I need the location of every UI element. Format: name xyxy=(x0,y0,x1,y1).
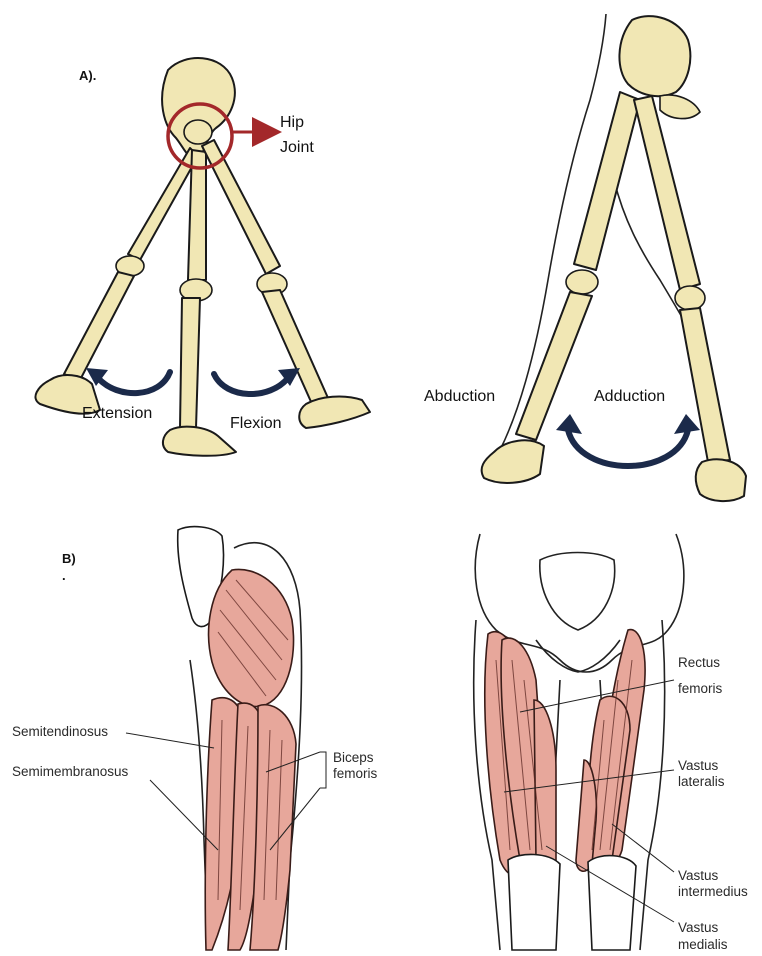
tibia-middle xyxy=(180,298,200,428)
tibia-abducted xyxy=(516,292,592,440)
flexion-label: Flexion xyxy=(230,415,282,432)
abduction-arrowhead xyxy=(556,414,582,434)
pelvis-frontal xyxy=(619,16,690,96)
semimembranosus-label: Semimembranosus xyxy=(12,764,129,779)
panel-b-tag-dot: . xyxy=(62,568,66,583)
semitendinosus-label: Semitendinosus xyxy=(12,724,108,739)
hip-label-line1: Hip xyxy=(280,114,304,131)
pubic-arch xyxy=(536,640,620,672)
adduction-label: Adduction xyxy=(594,388,665,405)
tibia-back xyxy=(64,272,134,380)
flexion-arrow xyxy=(214,374,288,394)
femoral-head xyxy=(184,120,212,144)
sacrum-anterior xyxy=(540,553,615,631)
semitendinosus-leader xyxy=(126,733,214,748)
adduction-arrowhead xyxy=(674,414,700,434)
panel-b-tag: B) xyxy=(62,551,76,566)
biceps-femoris-label-2: femoris xyxy=(333,766,378,781)
rectus-femoris-label-1: Rectus xyxy=(678,655,720,670)
femur-front xyxy=(202,140,280,274)
panel-b-anterior-thigh: Rectus femoris Vastus lateralis Vastus i… xyxy=(474,534,748,952)
vastus-medialis-right xyxy=(576,760,596,871)
hip-label-line2: Joint xyxy=(280,139,314,156)
vastus-medialis-label-2: medialis xyxy=(678,937,728,952)
vastus-intermedius-label-2: intermedius xyxy=(678,884,748,899)
knee-abducted xyxy=(566,270,598,294)
panel-b-posterior-thigh: B) . Semitendinosus Semimembranosus Bice… xyxy=(12,527,378,950)
vastus-lateralis-label-1: Vastus xyxy=(678,758,719,773)
abduction-adduction-arrow xyxy=(568,430,688,466)
extension-arrow xyxy=(98,372,170,393)
foot-middle xyxy=(163,427,236,456)
rectus-femoris-leader xyxy=(520,680,674,712)
panel-a-sagittal-skeleton: A). Hip Joint Extension Flexion xyxy=(35,58,370,456)
panel-a-frontal-skeleton: Abduction Adduction xyxy=(424,14,746,501)
biceps-bracket xyxy=(320,752,326,788)
vastus-medialis-label-1: Vastus xyxy=(678,920,719,935)
rectus-femoris-label-2: femoris xyxy=(678,681,723,696)
extension-label: Extension xyxy=(82,405,152,422)
foot-abducted xyxy=(482,440,544,483)
abduction-label: Abduction xyxy=(424,388,495,405)
vastus-intermedius-label-1: Vastus xyxy=(678,868,719,883)
knee-anterior-left xyxy=(508,854,560,950)
panel-a-tag: A). xyxy=(79,68,96,83)
knee-adducted xyxy=(675,286,705,310)
pubis xyxy=(660,95,700,119)
vastus-lateralis-label-2: lateralis xyxy=(678,774,725,789)
foot-front xyxy=(299,397,370,428)
gluteus-maximus xyxy=(209,569,294,706)
knee-anterior-right xyxy=(588,856,636,950)
biceps-femoris-label-1: Biceps xyxy=(333,750,374,765)
foot-adducted xyxy=(696,459,746,501)
femur-adducted xyxy=(634,96,700,290)
